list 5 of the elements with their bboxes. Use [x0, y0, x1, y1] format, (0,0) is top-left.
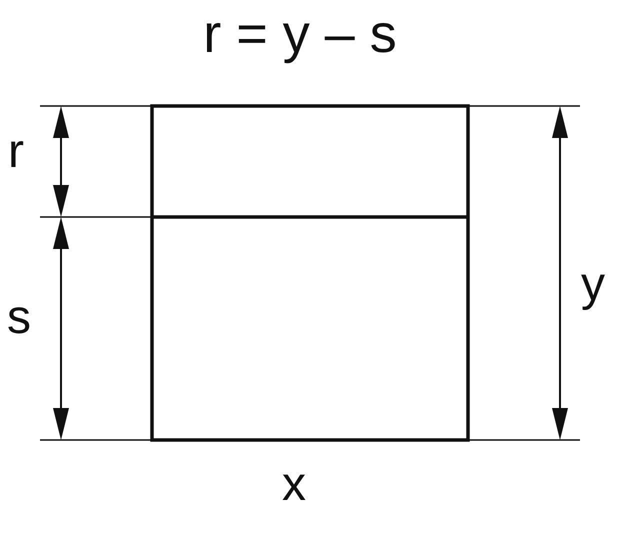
title: r = y – s — [202, 3, 398, 66]
dimension-label: s — [7, 292, 31, 344]
dimension-label: x — [282, 459, 306, 511]
dimension-label: y — [581, 259, 605, 311]
dimension-label: r — [8, 126, 24, 178]
